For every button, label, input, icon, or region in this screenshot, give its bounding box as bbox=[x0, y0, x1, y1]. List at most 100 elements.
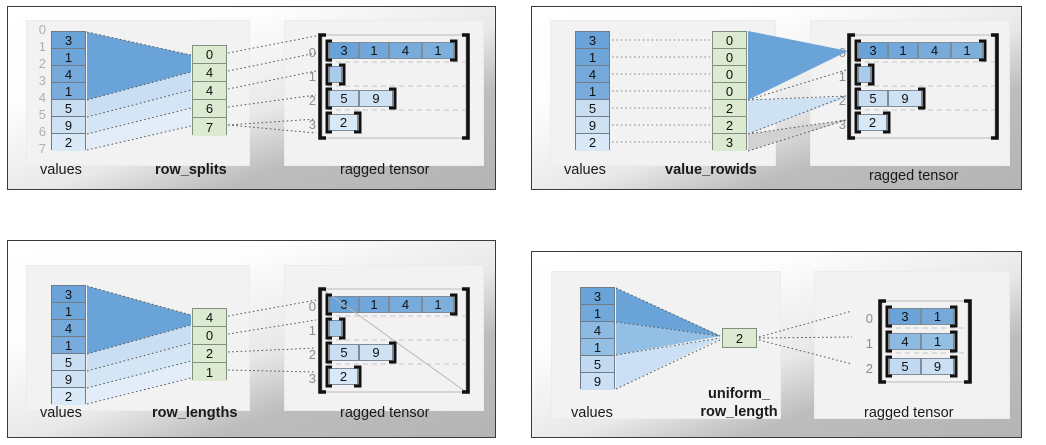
row-index-label: 1 bbox=[308, 323, 316, 338]
offset-tick: 4 bbox=[38, 90, 46, 105]
panel4-encoding-label-line1: uniform_ bbox=[707, 386, 771, 402]
value-cell: 4 bbox=[581, 322, 614, 339]
encoding-cell: 0 bbox=[193, 327, 226, 345]
value-cell: 9 bbox=[576, 117, 609, 134]
encoding-cell: 2 bbox=[713, 117, 746, 134]
value-cell: 1 bbox=[576, 83, 609, 100]
value-cell: 9 bbox=[581, 373, 614, 390]
encoding-cell: 0 bbox=[713, 32, 746, 49]
tensor-cell: 1 bbox=[359, 42, 389, 59]
tensor-cell: 4 bbox=[918, 42, 951, 59]
value-cell: 9 bbox=[52, 371, 85, 388]
row-index-label: 3 bbox=[308, 371, 316, 386]
tensor-cell: 3 bbox=[329, 42, 359, 59]
value-cell: 1 bbox=[581, 305, 614, 322]
row-index-label: 2 bbox=[865, 361, 873, 376]
panel1-tensor-label: ragged tensor bbox=[340, 162, 430, 178]
panel3-encoding-label: row_lengths bbox=[152, 405, 238, 421]
panel2-encoding-label: value_rowids bbox=[665, 162, 757, 178]
encoding-cell: 1 bbox=[193, 363, 226, 381]
offset-tick: 5 bbox=[38, 107, 46, 122]
panel1-row-splits-column: 0 4 4 6 7 bbox=[192, 45, 227, 136]
value-cell: 3 bbox=[581, 288, 614, 305]
tensor-cell: 1 bbox=[921, 333, 954, 350]
value-cell: 1 bbox=[52, 83, 85, 100]
tensor-cell: 1 bbox=[422, 296, 454, 313]
value-cell: 4 bbox=[52, 66, 85, 83]
value-cell: 3 bbox=[52, 286, 85, 303]
offset-tick: 6 bbox=[38, 124, 46, 139]
tensor-cell-empty bbox=[329, 320, 342, 337]
panel4-encoding-label-line2: row_length bbox=[700, 404, 778, 420]
tensor-cell: 3 bbox=[858, 42, 888, 59]
row-index-label: 0 bbox=[308, 45, 316, 60]
value-cell: 4 bbox=[52, 320, 85, 337]
panel3-row-lengths-column: 4 0 2 1 bbox=[192, 308, 227, 381]
panel4-values-column: 3 1 4 1 5 9 bbox=[580, 287, 615, 390]
panel1-values-label: values bbox=[40, 162, 82, 178]
panel3-tensor-label: ragged tensor bbox=[340, 405, 430, 421]
encoding-cell: 4 bbox=[193, 309, 226, 327]
tensor-cell: 2 bbox=[858, 114, 887, 131]
tensor-cell: 9 bbox=[921, 358, 954, 375]
tensor-cell: 9 bbox=[359, 344, 393, 361]
panel1-encoding-label: row_splits bbox=[155, 162, 227, 178]
value-cell: 3 bbox=[576, 32, 609, 49]
panel2-values-label: values bbox=[564, 162, 606, 178]
tensor-cell: 4 bbox=[889, 333, 921, 350]
panel4-values-label: values bbox=[571, 405, 613, 421]
offset-tick: 2 bbox=[38, 56, 46, 71]
tensor-cell: 5 bbox=[889, 358, 921, 375]
offset-tick: 0 bbox=[38, 22, 46, 37]
value-cell: 5 bbox=[576, 100, 609, 117]
row-index-label: 0 bbox=[838, 45, 846, 60]
tensor-cell: 3 bbox=[329, 296, 359, 313]
tensor-cell: 1 bbox=[359, 296, 389, 313]
offset-tick: 7 bbox=[38, 141, 46, 156]
encoding-cell: 2 bbox=[193, 345, 226, 363]
tensor-cell: 2 bbox=[329, 368, 358, 385]
encoding-cell: 0 bbox=[193, 46, 226, 64]
value-cell: 2 bbox=[576, 134, 609, 151]
value-cell: 2 bbox=[52, 134, 85, 151]
tensor-cell: 1 bbox=[951, 42, 983, 59]
panel3-right-box bbox=[284, 265, 484, 411]
tensor-cell: 1 bbox=[921, 308, 954, 325]
encoding-cell: 6 bbox=[193, 100, 226, 118]
tensor-cell: 1 bbox=[888, 42, 918, 59]
row-index-label: 2 bbox=[308, 93, 316, 108]
encoding-cell: 4 bbox=[193, 82, 226, 100]
tensor-cell: 2 bbox=[329, 114, 358, 131]
tensor-cell: 5 bbox=[858, 90, 888, 107]
panel3-values-column: 3 1 4 1 5 9 2 bbox=[51, 285, 86, 405]
tensor-cell: 4 bbox=[389, 42, 422, 59]
value-cell: 1 bbox=[52, 337, 85, 354]
panel1-values-column: 3 1 4 1 5 9 2 bbox=[51, 31, 86, 151]
panel4-uniform-row-length-box: 2 bbox=[722, 328, 757, 348]
encoding-cell: 7 bbox=[193, 118, 226, 136]
encoding-cell: 3 bbox=[713, 134, 746, 151]
value-cell: 1 bbox=[581, 339, 614, 356]
row-index-label: 3 bbox=[838, 117, 846, 132]
row-index-label: 3 bbox=[308, 117, 316, 132]
value-cell: 3 bbox=[52, 32, 85, 49]
offset-tick: 3 bbox=[38, 73, 46, 88]
value-cell: 1 bbox=[52, 303, 85, 320]
row-index-label: 1 bbox=[865, 336, 873, 351]
tensor-cell-empty bbox=[858, 66, 871, 83]
tensor-cell: 5 bbox=[329, 90, 359, 107]
row-index-label: 2 bbox=[838, 93, 846, 108]
encoding-cell: 0 bbox=[713, 49, 746, 66]
value-cell: 5 bbox=[52, 354, 85, 371]
row-index-label: 0 bbox=[308, 299, 316, 314]
tensor-cell: 1 bbox=[422, 42, 454, 59]
tensor-cell-empty bbox=[329, 66, 342, 83]
offset-tick: 1 bbox=[38, 39, 46, 54]
tensor-cell: 3 bbox=[889, 308, 921, 325]
value-cell: 1 bbox=[52, 49, 85, 66]
panel2-value-rowids-column: 0 0 0 0 2 2 3 bbox=[712, 31, 747, 151]
value-cell: 1 bbox=[576, 49, 609, 66]
panel3-values-label: values bbox=[40, 405, 82, 421]
value-cell: 5 bbox=[581, 356, 614, 373]
